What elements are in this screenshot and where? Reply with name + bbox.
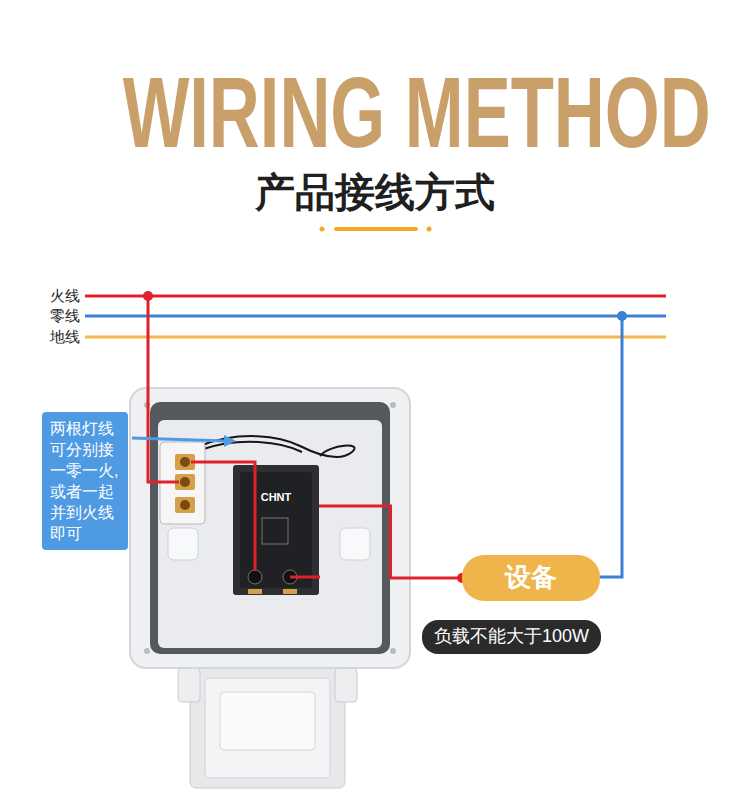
- terminal-screw: [180, 457, 190, 467]
- screw: [390, 648, 396, 654]
- lid: [205, 678, 330, 778]
- screw: [144, 648, 150, 654]
- switch-symbol: [262, 518, 288, 544]
- housing: [130, 388, 410, 668]
- latch: [220, 692, 315, 750]
- lamp-wires: [200, 436, 355, 457]
- switch-feed-wire: [191, 462, 255, 571]
- callout-box: 两根灯线可分别接一零一火,或者一起并到火线即可: [42, 412, 128, 550]
- junction-dot: [617, 311, 627, 321]
- deco-dot: [320, 227, 325, 232]
- deco-dot: [427, 227, 432, 232]
- lamp-wires: [200, 442, 302, 452]
- connector-wire: [319, 506, 462, 578]
- brass: [248, 589, 262, 594]
- node-text: 负载不能大于100W: [434, 620, 589, 652]
- base-tab: [335, 668, 357, 702]
- junction-dot: [143, 291, 153, 301]
- terminal-screw: [180, 500, 190, 510]
- neutral-wire: [85, 315, 666, 318]
- node-text: 设备: [462, 555, 600, 599]
- title-heading: WIRING METHOD: [123, 62, 711, 162]
- wire-label: 地线: [20, 327, 80, 347]
- wire-label: 火线: [20, 286, 80, 306]
- title-row: WIRING METHOD: [0, 62, 750, 162]
- switch-terminal: [248, 570, 262, 584]
- deco-line: [336, 227, 416, 231]
- terminal: [175, 497, 195, 513]
- boss: [340, 528, 370, 560]
- node-text: CHNT: [233, 486, 319, 508]
- box-base: [190, 660, 345, 788]
- load-note-pill: 负载不能大于100W: [422, 620, 601, 654]
- switch-module: CHNT: [233, 486, 319, 510]
- switch-out-wire: [290, 576, 320, 579]
- subtitle: 产品接线方式: [0, 168, 750, 216]
- switch-face: [240, 472, 312, 588]
- base-tab: [178, 668, 200, 702]
- switch-body: [233, 465, 319, 595]
- inner-plate: [158, 420, 382, 648]
- callout-pointer: [132, 438, 226, 441]
- earth-wire: [85, 336, 666, 339]
- screw: [390, 402, 396, 408]
- neutral-return-wire: [600, 316, 622, 577]
- node-text: 两根灯线可分别接一零一火,或者一起并到火线即可: [50, 418, 120, 544]
- terminal-screw: [180, 477, 190, 487]
- live-wire: [85, 295, 666, 298]
- wire-label: 零线: [20, 306, 80, 326]
- device-pill: 设备: [462, 555, 600, 601]
- callout-arrowhead: [224, 435, 236, 447]
- live-drop-wire: [148, 296, 179, 482]
- brass: [283, 589, 297, 594]
- boss: [168, 528, 198, 560]
